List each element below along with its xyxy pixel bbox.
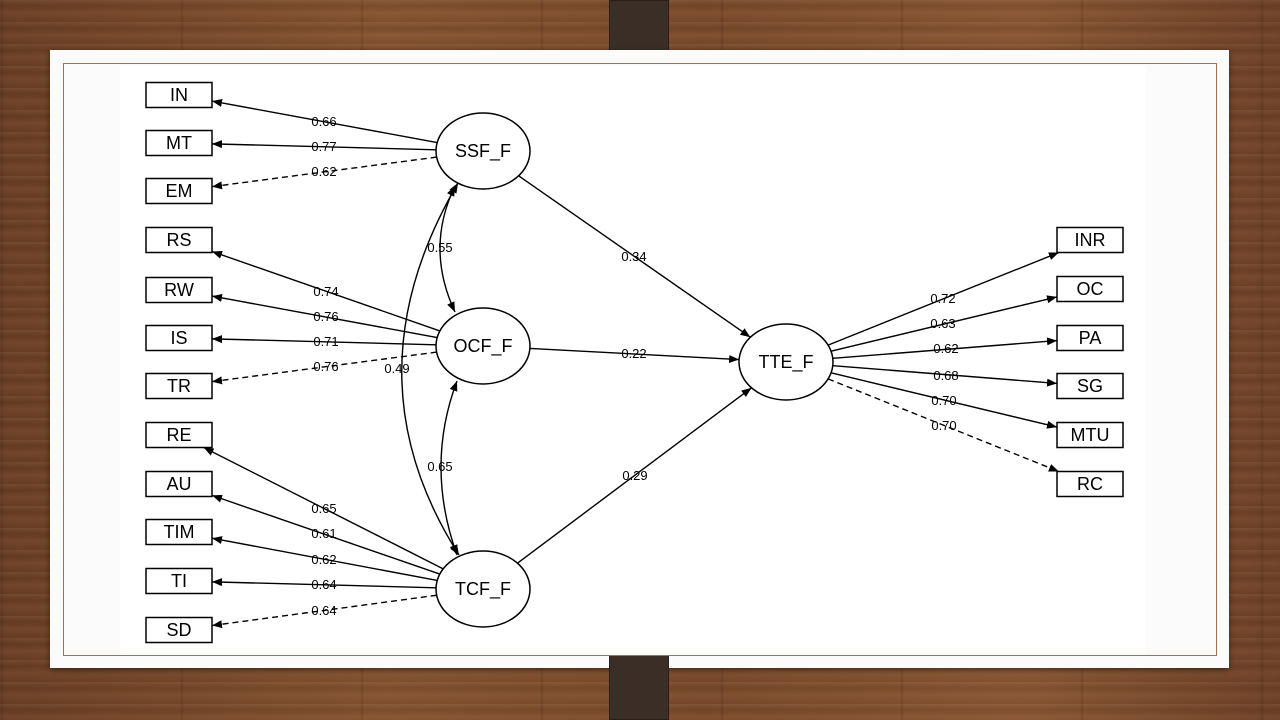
- covariance-label-ssf-tcf: 0.49: [384, 361, 409, 376]
- latent-node-ocf: [435, 307, 531, 385]
- loading-arrow-ssf-em: [211, 156, 437, 190]
- indicator-box-re: [145, 421, 213, 449]
- loading-label-tim: 0.62: [311, 552, 336, 567]
- indicator-box-tr: [145, 372, 213, 400]
- indicator-box-rw: [145, 276, 213, 304]
- indicator-label-rs: RS: [166, 230, 191, 250]
- loading-label-rc: 0.70: [931, 418, 956, 433]
- indicator-label-pa: PA: [1079, 328, 1102, 348]
- indicator-box-tim: [145, 518, 213, 546]
- loading-arrow-ocf-rw: [211, 293, 438, 339]
- loading-arrow-tcf-tim: [211, 536, 438, 582]
- loading-arrow-tte-sg: [832, 364, 1058, 387]
- indicator-box-sd: [145, 616, 213, 644]
- indicator-label-oc: OC: [1077, 279, 1104, 299]
- loading-label-oc: 0.63: [930, 316, 955, 331]
- latent-node-tte: [738, 323, 834, 401]
- indicator-box-rc: [1056, 470, 1124, 498]
- covariance-label-ssf-ocf: 0.55: [427, 240, 452, 255]
- latent-label-ssf: SSF_F: [455, 141, 511, 162]
- indicator-box-em: [145, 177, 213, 205]
- latent-node-tcf: [435, 550, 531, 628]
- indicator-box-mt: [145, 129, 213, 157]
- loading-label-re: 0.65: [311, 501, 336, 516]
- sem-diagram-svg: SSF_F OCF_F TCF_F TTE_F IN MT EM RS RW IS TR RE AU TI…: [145, 81, 1124, 644]
- loading-label-rs: 0.74: [313, 284, 338, 299]
- indicator-box-oc: [1056, 275, 1124, 303]
- indicator-label-tr: TR: [167, 376, 191, 396]
- path-arrow-tcf-tte: [517, 387, 752, 564]
- indicator-label-rw: RW: [164, 280, 194, 300]
- indicator-box-mtu: [1056, 421, 1124, 449]
- loading-label-inr: 0.72: [930, 291, 955, 306]
- loading-label-mtu: 0.70: [931, 393, 956, 408]
- latent-label-tte: TTE_F: [758, 352, 813, 373]
- bottom-strap: [609, 655, 669, 720]
- indicator-label-mt: MT: [166, 133, 192, 153]
- loading-label-rw: 0.76: [313, 309, 338, 324]
- loading-arrow-ssf-in: [211, 98, 438, 144]
- loading-arrow-tcf-ti: [211, 578, 437, 589]
- path-label-ssf: 0.34: [621, 249, 646, 264]
- indicator-label-sg: SG: [1077, 376, 1103, 396]
- indicator-box-ti: [145, 567, 213, 595]
- loading-label-tr: 0.76: [313, 359, 338, 374]
- loading-arrow-tcf-re: [203, 446, 444, 570]
- indicator-box-in: [145, 81, 213, 109]
- covariance-arrow-ssf-tcf: [401, 182, 460, 556]
- loading-arrow-tcf-au: [211, 494, 441, 575]
- loading-label-sd: 0.64: [311, 603, 336, 618]
- indicator-label-mtu: MTU: [1071, 425, 1110, 445]
- loading-label-pa: 0.62: [933, 341, 958, 356]
- latent-node-ssf: [435, 112, 531, 190]
- indicator-label-tim: TIM: [164, 522, 195, 542]
- path-label-ocf: 0.22: [621, 346, 646, 361]
- indicator-label-ti: TI: [171, 571, 187, 591]
- indicator-label-au: AU: [166, 474, 191, 494]
- loading-arrow-tte-mtu: [830, 372, 1058, 429]
- indicator-label-em: EM: [166, 181, 193, 201]
- loading-arrow-ocf-is: [211, 335, 437, 346]
- indicator-box-sg: [1056, 372, 1124, 400]
- loading-arrow-tte-inr: [827, 251, 1060, 346]
- loading-arrow-tcf-sd: [211, 594, 437, 629]
- indicator-label-is: IS: [170, 328, 187, 348]
- loading-label-au: 0.61: [311, 526, 336, 541]
- loading-arrow-ssf-mt: [211, 140, 437, 151]
- covariance-label-ocf-tcf: 0.65: [427, 459, 452, 474]
- loading-label-sg: 0.68: [933, 368, 958, 383]
- path-arrow-ssf-tte: [518, 175, 751, 338]
- indicator-box-rs: [145, 226, 213, 254]
- slide-frame: [63, 63, 1217, 656]
- indicator-box-pa: [1056, 324, 1124, 352]
- loading-label-is: 0.71: [313, 334, 338, 349]
- indicator-label-re: RE: [166, 425, 191, 445]
- latent-label-ocf: OCF_F: [453, 336, 512, 357]
- indicator-box-au: [145, 470, 213, 498]
- path-label-tcf: 0.29: [622, 468, 647, 483]
- loading-arrow-ocf-rs: [211, 250, 441, 332]
- loading-label-ti: 0.64: [311, 577, 336, 592]
- loading-arrow-tte-rc: [827, 378, 1060, 473]
- indicator-box-is: [145, 324, 213, 352]
- indicator-label-rc: RC: [1077, 474, 1103, 494]
- sem-diagram: SSF_F OCF_F TCF_F TTE_F IN MT EM RS RW IS TR RE AU TI…: [120, 66, 1146, 655]
- loading-arrow-ocf-tr: [211, 351, 437, 385]
- loading-label-em: 0.62: [311, 164, 336, 179]
- loading-arrow-tte-oc: [830, 295, 1058, 352]
- latent-label-tcf: TCF_F: [455, 579, 511, 600]
- loading-arrow-tte-pa: [832, 337, 1058, 360]
- path-arrow-ocf-tte: [529, 347, 740, 363]
- indicator-label-sd: SD: [166, 620, 191, 640]
- loading-label-mt: 0.77: [311, 139, 336, 154]
- indicator-label-inr: INR: [1075, 230, 1106, 250]
- indicator-box-inr: [1056, 226, 1124, 254]
- indicator-label-in: IN: [170, 85, 188, 105]
- loading-label-in: 0.66: [311, 114, 336, 129]
